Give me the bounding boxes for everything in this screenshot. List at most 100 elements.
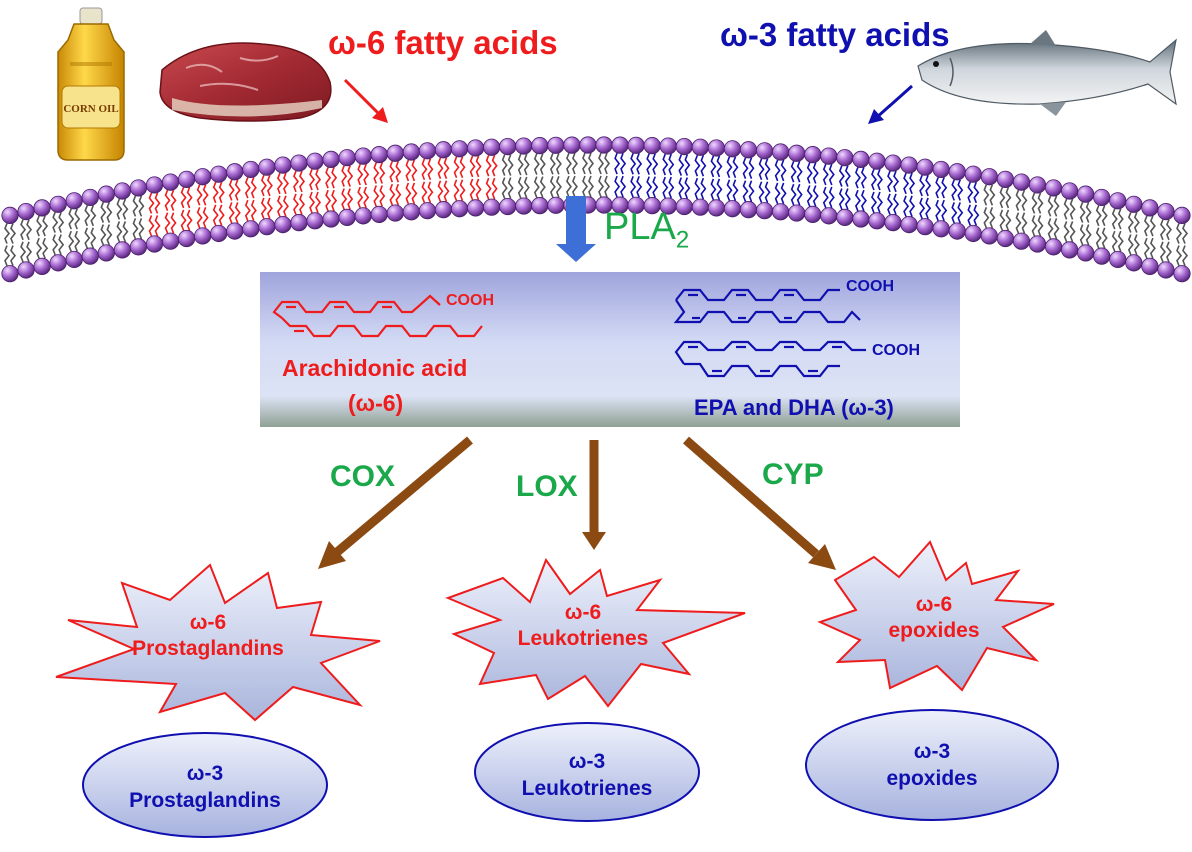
- lipid-tail: [646, 153, 653, 175]
- lipid-head: [178, 170, 196, 188]
- cox-arrow-head: [318, 541, 346, 569]
- lipid-tail: [1031, 215, 1038, 237]
- lipid-head: [1109, 192, 1127, 210]
- lipid-head: [17, 261, 35, 279]
- lipid-tail: [244, 177, 251, 199]
- lipid-tail: [1021, 189, 1028, 211]
- lipid-tail: [389, 183, 396, 206]
- lipid-head: [707, 139, 726, 157]
- lipid-tail: [652, 153, 659, 175]
- lipid-head: [1061, 241, 1079, 259]
- lipid-tail: [523, 153, 530, 176]
- lipid-head: [81, 188, 99, 207]
- lipid-tail: [652, 176, 659, 198]
- lipid-tail: [1047, 218, 1054, 240]
- lipid-tail: [299, 193, 305, 215]
- omega3-fatty-acids-title: ω-3 fatty acids: [720, 16, 950, 53]
- lipid-tail: [903, 195, 910, 217]
- lipid-tail: [325, 167, 332, 189]
- lipid-tail: [341, 165, 348, 187]
- lipid-tail: [491, 154, 498, 177]
- lipid-tail: [517, 176, 524, 199]
- omega3-prostaglandins-line1: ω-3: [186, 762, 224, 785]
- lipid-head: [755, 202, 774, 220]
- omega3-epoxides-oval: [805, 709, 1059, 821]
- lipid-tail: [732, 156, 739, 179]
- lipid-tail: [935, 177, 942, 199]
- lipid-tail: [1047, 195, 1054, 217]
- lipid-tail: [453, 179, 460, 202]
- lipid-head: [338, 208, 356, 226]
- lipid-head: [113, 182, 131, 200]
- lipid-tail: [469, 155, 476, 178]
- lipid-tail: [935, 199, 942, 222]
- lipid-head: [980, 168, 998, 186]
- lipid-head: [386, 144, 404, 162]
- lipid-tail: [877, 168, 883, 191]
- lipid-head: [418, 202, 437, 220]
- lipid-tail: [1037, 192, 1044, 214]
- lipid-tail: [186, 187, 193, 209]
- lipid-head: [868, 212, 886, 230]
- lipid-tail: [925, 197, 932, 219]
- lipid-tail: [764, 181, 771, 203]
- lipid-head: [450, 200, 469, 218]
- lipid-tail: [58, 212, 65, 233]
- lipid-tail: [1053, 195, 1060, 217]
- lipid-head: [194, 168, 212, 186]
- pathway-arrows: [333, 436, 819, 558]
- lipid-tail: [909, 195, 916, 217]
- lipid-head: [466, 139, 485, 157]
- lipid-tail: [636, 176, 643, 198]
- lipid-tail: [475, 178, 482, 201]
- lipid-tail: [405, 182, 412, 205]
- lox-arrow-head: [582, 532, 606, 550]
- lipid-head: [884, 154, 902, 172]
- lipid-tail: [957, 202, 964, 224]
- lipid-head: [1125, 254, 1143, 272]
- lipid-head: [804, 146, 822, 164]
- lipid-tail: [170, 212, 177, 234]
- omega3-arrow-head: [868, 109, 884, 124]
- lipid-tail: [309, 168, 316, 191]
- lipid-head: [242, 220, 260, 238]
- lipid-tail: [347, 188, 354, 210]
- lipid-tail: [860, 189, 867, 212]
- omega6-epoxides-starburst: [817, 540, 1055, 692]
- lipid-tail: [877, 191, 883, 214]
- lipid-head: [643, 137, 661, 155]
- lipid-head: [97, 185, 115, 203]
- lipid-tail: [180, 209, 187, 231]
- lipid-tail: [566, 175, 572, 198]
- arachidonic-acid-label: Arachidonic acid: [282, 355, 468, 381]
- lipid-tail: [491, 177, 498, 200]
- lipid-tail: [228, 179, 235, 201]
- lipid-tail: [796, 160, 803, 183]
- lipid-tail: [758, 158, 765, 181]
- lipid-tail: [1085, 224, 1092, 246]
- omega6-leukotrienes-starburst: [445, 557, 746, 708]
- lipid-tail: [903, 172, 910, 195]
- pla2-label-subscript: 2: [675, 226, 690, 254]
- lipid-head: [1125, 195, 1143, 213]
- lipid-tail: [132, 195, 139, 217]
- lipid-head: [434, 201, 453, 219]
- lipid-tail: [726, 156, 733, 179]
- lipid-tail: [983, 184, 990, 206]
- lipid-tail: [315, 168, 322, 191]
- lipid-tail: [732, 179, 739, 202]
- lipid-tail: [331, 189, 338, 212]
- omega6-arrow-head: [372, 107, 388, 123]
- lipid-tail: [555, 176, 562, 198]
- lipid-tail: [758, 181, 765, 203]
- lipid-tail: [1133, 234, 1140, 256]
- lipid-tail: [411, 159, 418, 182]
- lipid-head: [370, 205, 388, 223]
- omega3-leukotrienes-line1: ω-3: [568, 750, 606, 773]
- lipid-tail: [26, 219, 33, 241]
- lipid-tail: [854, 189, 861, 212]
- cyp-enzyme-label: CYP: [762, 458, 824, 491]
- lipid-tail: [485, 154, 492, 177]
- lipid-head: [466, 199, 485, 217]
- lipid-tail: [234, 179, 241, 201]
